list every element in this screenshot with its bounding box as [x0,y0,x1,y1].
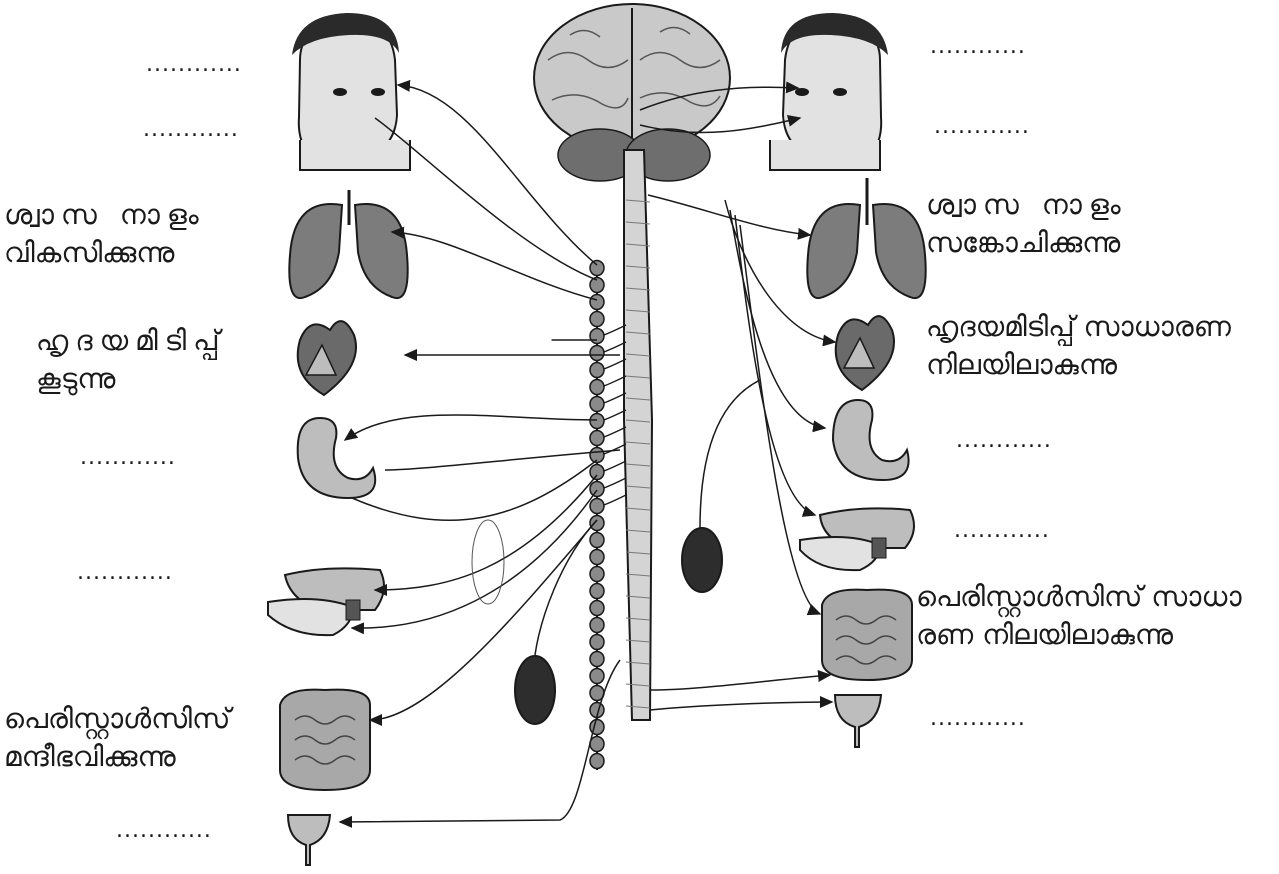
ganglion [590,669,604,684]
left-lungs-label: ശ്വാസ നാളം വികസിക്കുന്നു [4,196,206,272]
ganglion [590,533,604,548]
right-heart-label: ഹൃദയമിടിപ്പ് സാധാരണ നിലയിലാകുന്നു [926,308,1231,384]
left-pancreas-blank[interactable]: ............ [77,560,173,585]
left-heart-label-line2: കൂടുന്നു [36,360,227,398]
right-heart-label-line1: ഹൃദയമിടിപ്പ് സാധാരണ [926,308,1231,346]
right-lungs-label-line1: ശ്വാസ നാളം [926,186,1128,224]
ganglion [590,550,604,565]
ganglion-connector [604,359,626,369]
right-lungs-label-line2: സങ്കോചിക്കുന്നു [926,224,1128,262]
right-lungs-label: ശ്വാസ നാളം സങ്കോചിക്കുന്നു [926,186,1128,262]
ganglion [590,363,604,378]
right-bladder [835,695,881,747]
ganglion [590,584,604,599]
ganglion-connector [604,410,626,420]
ganglion [590,329,604,344]
ganglion [590,737,604,752]
left-stomach-blank[interactable]: ............ [80,445,176,470]
left-intestine-label-line2: മന്ദീഭവിക്കുന്നു [4,738,230,776]
ganglion-connector [604,427,626,437]
left-intestine-label: പെരിസ്റ്റാൾസിസ് മന്ദീഭവിക്കുന്നു [4,700,230,776]
ganglion [590,601,604,616]
ganglion-connector [604,325,626,335]
ganglion [590,499,604,514]
right-intestine-label-line2: രണ നിലയിലാകുന്നു [916,616,1242,654]
ganglion-connector [604,444,626,454]
ganglion-connector [604,376,626,386]
ganglion [590,754,604,769]
right-head [770,13,888,170]
ganglion [590,516,604,531]
ganglion [590,414,604,429]
left-bladder [288,815,330,865]
left-intestine-label-line1: പെരിസ്റ്റാൾസിസ് [4,700,230,738]
left-lungs-label-line1: ശ്വാസ നാളം [4,196,206,234]
left-bladder-blank[interactable]: ............ [116,818,212,843]
right-intestine-label: പെരിസ്റ്റാൾസിസ് സാധാ രണ നിലയിലാകുന്നു [916,578,1242,654]
sympathetic-ganglia-chain [590,261,626,771]
right-pancreas-liver [800,508,914,570]
ganglion [590,346,604,361]
ganglion [590,635,604,650]
ganglion-connector [604,393,626,403]
left-adrenal-kidney [515,656,555,724]
ganglion-connector [604,495,626,505]
ganglion [590,261,604,276]
left-mouth-blank[interactable]: ............ [143,117,239,142]
left-heart [298,321,356,395]
ganglion [590,567,604,582]
ganglion-connector [604,342,626,352]
left-heart-label: ഹൃദയമിടിപ്പ് കൂടുന്നു [36,322,227,398]
ganglion [590,397,604,412]
right-intestine-label-line1: പെരിസ്റ്റാൾസിസ് സാധാ [916,578,1242,616]
right-bladder-blank[interactable]: ............ [930,706,1026,731]
right-eye-blank[interactable]: ............ [930,34,1026,59]
right-heart [836,316,894,390]
left-lungs [289,190,407,298]
ganglion-connector [604,478,626,488]
right-mouth-blank[interactable]: ............ [934,114,1030,139]
left-pancreas-liver [268,568,384,635]
ganglion [590,295,604,310]
right-lungs [807,178,925,298]
ganglion [590,465,604,480]
ganglion [590,482,604,497]
ganglion [590,431,604,446]
ganglion [590,380,604,395]
right-intestine [822,590,912,680]
ganglion [590,618,604,633]
right-stomach [833,400,909,480]
sympathetic-nerve-fibers [340,85,620,822]
left-lungs-label-line2: വികസിക്കുന്നു [4,234,206,272]
left-eye-blank[interactable]: ............ [146,52,242,77]
right-pancreas-blank[interactable]: ............ [954,518,1050,543]
right-heart-label-line2: നിലയിലാകുന്നു [926,346,1231,384]
right-adrenal-kidney [682,528,722,592]
spinal-cord [624,150,652,720]
left-head [292,13,410,170]
ganglion [590,312,604,327]
ganglion-connector [604,461,626,471]
left-heart-label-line1: ഹൃദയമിടിപ്പ് [36,322,227,360]
right-stomach-blank[interactable]: ............ [956,428,1052,453]
left-intestine [280,690,370,790]
ganglion [590,652,604,667]
